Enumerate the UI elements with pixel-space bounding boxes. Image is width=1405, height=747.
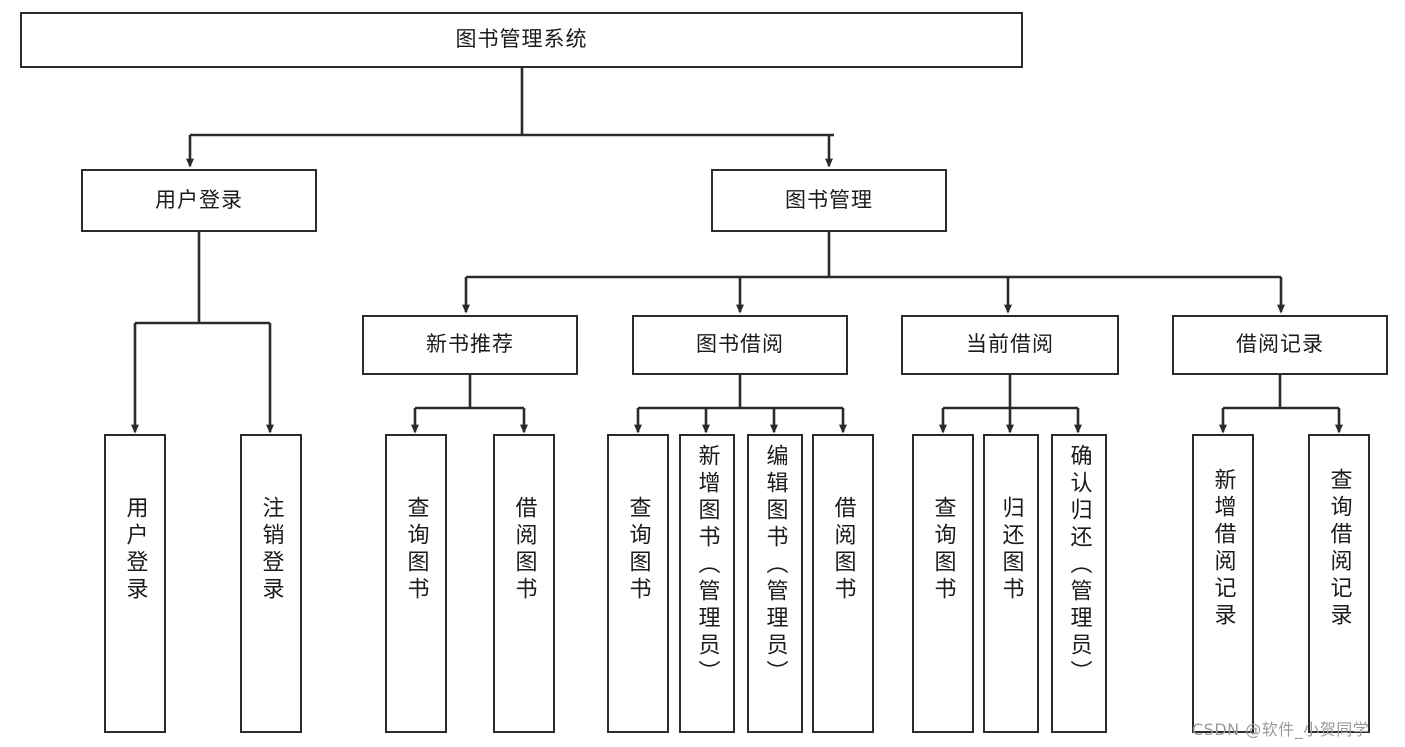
- node-label: 当前借阅: [966, 332, 1054, 357]
- node-label: 借阅图书: [830, 496, 856, 604]
- node-new-book-recommend[interactable]: 新书推荐: [362, 315, 578, 375]
- leaf-node-return-book[interactable]: 归还图书: [983, 434, 1039, 733]
- node-label: 借阅记录: [1236, 332, 1324, 357]
- node-borrow-record[interactable]: 借阅记录: [1172, 315, 1388, 375]
- node-label: 图书管理: [785, 187, 873, 212]
- leaf-node-logout[interactable]: 注销登录: [240, 434, 302, 733]
- leaf-node-add-borrow-record[interactable]: 新增借阅记录: [1192, 434, 1254, 733]
- node-label: 用户登录: [122, 496, 148, 604]
- node-label: 查询图书: [403, 496, 429, 604]
- node-book-borrow[interactable]: 图书借阅: [632, 315, 848, 375]
- leaf-node-add-book-admin[interactable]: 新增图书（管理员）: [679, 434, 735, 733]
- node-label: 查询图书: [625, 496, 651, 604]
- leaf-node-edit-book-admin[interactable]: 编辑图书（管理员）: [747, 434, 803, 733]
- node-label: 查询图书: [930, 496, 956, 604]
- node-label: 确认归还（管理员）: [1066, 444, 1092, 687]
- node-label: 用户登录: [155, 187, 243, 212]
- leaf-node-user-login[interactable]: 用户登录: [104, 434, 166, 733]
- node-label: 借阅图书: [511, 496, 537, 604]
- leaf-node-query-book-rec[interactable]: 查询图书: [385, 434, 447, 733]
- node-label: 图书借阅: [696, 332, 784, 357]
- leaf-node-borrow-book-rec[interactable]: 借阅图书: [493, 434, 555, 733]
- node-current-borrow[interactable]: 当前借阅: [901, 315, 1119, 375]
- node-label: 新增图书（管理员）: [694, 444, 720, 687]
- node-label: 新增借阅记录: [1210, 468, 1236, 630]
- node-label: 查询借阅记录: [1326, 468, 1352, 630]
- node-label: 归还图书: [998, 496, 1024, 604]
- leaf-node-confirm-return-admin[interactable]: 确认归还（管理员）: [1051, 434, 1107, 733]
- node-label: 图书管理系统: [455, 27, 588, 52]
- node-label: 编辑图书（管理员）: [762, 444, 788, 687]
- node-user-login[interactable]: 用户登录: [81, 169, 317, 232]
- leaf-node-query-book-current[interactable]: 查询图书: [912, 434, 974, 733]
- node-label: 注销登录: [258, 496, 284, 604]
- leaf-node-query-borrow-record[interactable]: 查询借阅记录: [1308, 434, 1370, 733]
- node-label: 新书推荐: [426, 332, 514, 357]
- node-book-manage[interactable]: 图书管理: [711, 169, 947, 232]
- leaf-node-borrow-book[interactable]: 借阅图书: [812, 434, 874, 733]
- node-root-book-management-system[interactable]: 图书管理系统: [20, 12, 1023, 68]
- leaf-node-query-book-borrow[interactable]: 查询图书: [607, 434, 669, 733]
